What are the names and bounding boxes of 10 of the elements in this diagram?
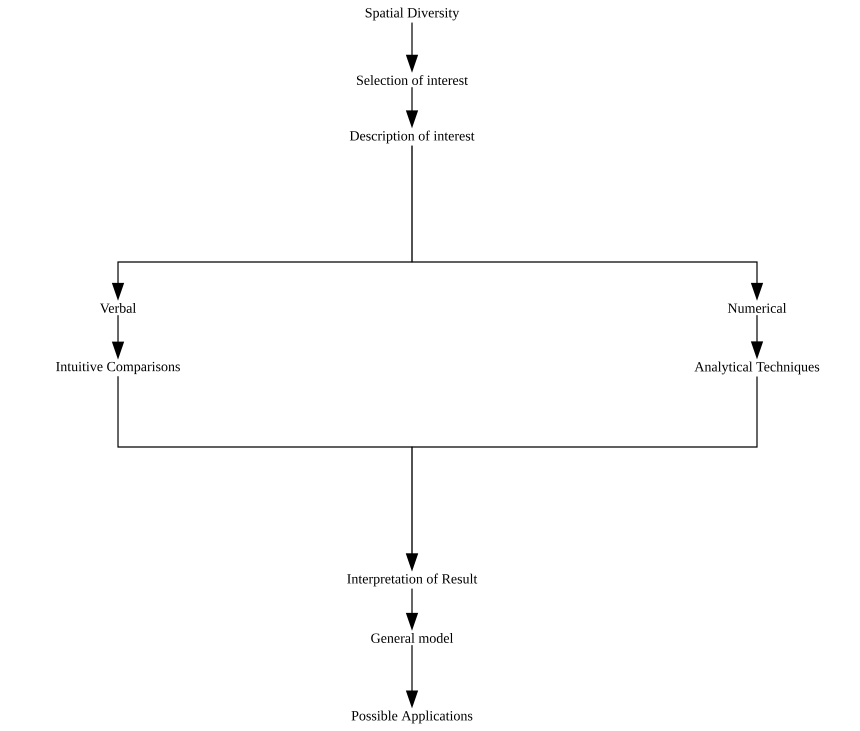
node-label: Verbal [100,303,136,313]
node-label: Numerical [728,303,786,313]
node-label: General model [371,633,454,643]
node-label: Description of interest [350,130,475,144]
node-label: Spatial Diversity [366,8,460,20]
node-label: Possible Applications [352,710,472,724]
node-label: Analytical Techniques [694,362,820,374]
node-label: Interpretation of Result [347,574,478,586]
node-label: Intuitive Comparisons [56,362,180,374]
node-label: Selection of interest [356,74,468,85]
